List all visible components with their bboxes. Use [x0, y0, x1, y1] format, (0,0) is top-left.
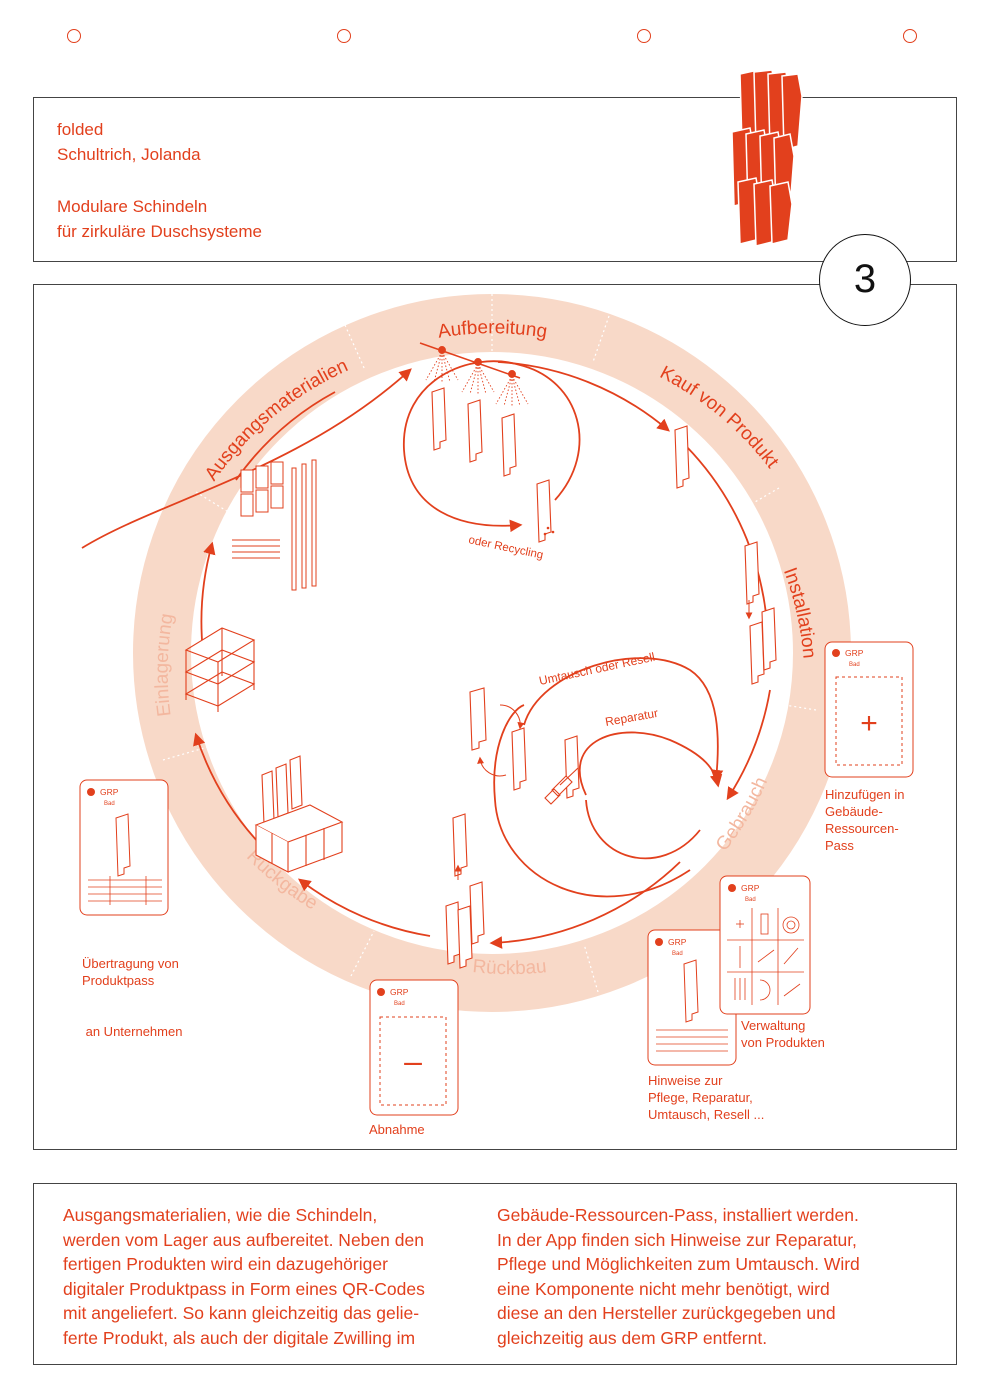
header-frame [33, 97, 957, 262]
binder-hole-1 [67, 29, 81, 43]
page-number: 3 [819, 234, 911, 326]
svg-text:Bad: Bad [745, 897, 756, 903]
binder-hole-2 [337, 29, 351, 43]
card-hints: GRP Bad [647, 929, 737, 1066]
arrow-material-segment [235, 391, 336, 481]
arrow-gebrauch-to-rueckbau [489, 861, 681, 949]
svg-text:Bad: Bad [394, 1001, 405, 1007]
card-remove: GRP Bad – [369, 979, 459, 1116]
svg-text:Bad: Bad [104, 801, 115, 807]
arrow-repair-return [585, 799, 701, 860]
storage-shelf-icon [184, 627, 256, 712]
card-transfer: GRP Bad [79, 779, 169, 916]
card-manage: GRP Bad [719, 875, 811, 1015]
arrow-rueckbau-to-rueckgabe [297, 878, 431, 937]
arrow-raw-material-input [81, 368, 412, 549]
body-text-left: Ausgangsmaterialien, wie die Schindeln,w… [63, 1205, 425, 1348]
svg-text:GRP: GRP [845, 648, 864, 658]
spray-nozzles-icon [419, 342, 529, 407]
shingle-pieces-icon [431, 387, 777, 969]
shingle-logo-icon [731, 70, 803, 246]
body-text-right: Gebäude-Ressourcen-Pass, installiert wer… [497, 1205, 860, 1348]
add-symbol: + [860, 707, 878, 740]
arrow-einlagerung-to-material [200, 541, 216, 641]
card-add: GRP Bad + [824, 641, 914, 778]
project-subtitle: für zirkuläre Duschsysteme [57, 222, 263, 241]
arrow-repair-loop [578, 731, 723, 796]
svg-text:GRP: GRP [100, 787, 119, 797]
author-name: Schultrich, Jolanda [57, 145, 201, 164]
svg-text:Bad: Bad [672, 951, 683, 957]
recycle-drip-icon [543, 526, 555, 536]
svg-text:GRP: GRP [668, 937, 687, 947]
remove-symbol: – [404, 1043, 422, 1079]
caption-remove: Abnahme [369, 1122, 425, 1137]
return-crate-icon [254, 755, 344, 873]
text-frame [33, 1183, 957, 1365]
arrow-installation-to-gebrauch [726, 689, 771, 801]
svg-text:Bad: Bad [849, 662, 860, 668]
stage-rueckbau-label: Rückbau [472, 956, 548, 979]
cycle-ring [133, 294, 851, 1012]
binder-hole-4 [903, 29, 917, 43]
raw-materials-icon [232, 459, 317, 591]
project-title: Modulare Schindeln [57, 197, 208, 216]
binder-hole-3 [637, 29, 651, 43]
arrow-rueckgabe-to-einlagerung [193, 732, 259, 843]
svg-text:GRP: GRP [741, 883, 760, 893]
arrow-exchange-loop [523, 657, 724, 783]
arrow-recycling-loop [403, 360, 581, 533]
svg-text:GRP: GRP [390, 987, 409, 997]
project-name: folded [57, 120, 104, 139]
screwdriver-icon [544, 767, 579, 805]
arrow-exchange-return [493, 704, 691, 898]
